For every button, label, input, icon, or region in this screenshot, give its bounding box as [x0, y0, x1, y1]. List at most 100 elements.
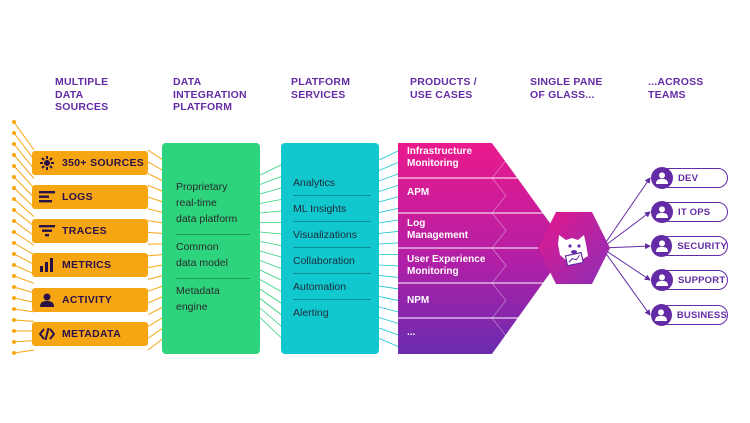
source-activity: ACTIVITY	[32, 288, 148, 312]
product-user-experience-monitoring: User Experience Monitoring	[407, 254, 486, 277]
connector-line	[13, 242, 35, 256]
connector-line	[259, 307, 282, 327]
connector-dot	[12, 296, 16, 300]
team-label: SECURITY	[677, 240, 727, 252]
divider	[176, 278, 250, 279]
connector-line	[378, 242, 401, 245]
connector-dot	[12, 351, 16, 355]
connector-dot	[12, 230, 16, 234]
team-label: DEV	[678, 172, 699, 184]
connector-line	[13, 176, 35, 198]
service-item: Analytics	[293, 177, 336, 189]
service-item: Automation	[293, 281, 347, 293]
connector-line	[491, 335, 507, 355]
connector-line	[147, 231, 164, 234]
connector-line	[259, 210, 282, 214]
connector-line	[147, 338, 164, 351]
connector-line	[378, 172, 401, 182]
divider	[293, 273, 371, 274]
connector-line	[13, 143, 35, 170]
connector-dot	[12, 318, 16, 322]
connector-line	[259, 298, 282, 315]
connector-line	[378, 264, 401, 267]
user-avatar-icon	[651, 201, 673, 223]
platform-services-box: Analytics ML Insights Visualizations Col…	[281, 143, 379, 354]
connector-line	[13, 319, 35, 322]
source-metadata: METADATA	[32, 322, 148, 346]
connector-line	[378, 207, 401, 213]
connector-dot	[12, 142, 16, 146]
team-label: BUSINESS	[676, 309, 727, 321]
product-npm: NPM	[407, 295, 430, 306]
user-avatar-icon	[651, 167, 673, 189]
connector-line	[147, 196, 164, 203]
connector-line	[13, 297, 35, 303]
connector-dot	[12, 164, 16, 168]
connector-line	[13, 308, 35, 313]
connector-line	[259, 241, 282, 246]
connector-line	[491, 247, 507, 266]
team-support: SUPPORT	[651, 269, 728, 291]
connector-dot	[12, 175, 16, 179]
connector-line	[259, 288, 282, 304]
connector-line	[147, 184, 164, 192]
connector-line	[259, 269, 282, 281]
connector-line	[491, 230, 507, 249]
connector-line	[491, 300, 507, 319]
connector-dot	[12, 241, 16, 245]
user-avatar-icon	[651, 304, 672, 326]
connector-line	[13, 132, 35, 160]
team-it-ops: IT OPS	[651, 201, 728, 223]
user-avatar-icon	[651, 235, 673, 257]
connector-dot	[12, 307, 16, 311]
source-traces: TRACES	[32, 219, 148, 243]
source-label: METADATA	[62, 328, 121, 340]
connector-line	[147, 161, 164, 171]
connector-line	[378, 184, 401, 192]
connector-line	[13, 349, 35, 354]
connector-line	[13, 286, 35, 294]
source-logs: LOGS	[32, 185, 148, 209]
connector-line	[491, 177, 507, 196]
connector-line	[259, 176, 282, 185]
connector-line	[378, 149, 401, 161]
connector-line	[13, 121, 35, 151]
connector-line	[378, 275, 401, 278]
traces-filter-icon	[38, 222, 56, 240]
connector-line	[491, 282, 507, 301]
divider	[293, 299, 371, 300]
connector-line	[147, 149, 164, 161]
connector-dot	[12, 274, 16, 278]
connector-line	[378, 285, 401, 290]
connector-line	[259, 250, 282, 258]
team-label: IT OPS	[678, 206, 711, 218]
connector-line	[378, 327, 401, 336]
connector-line	[147, 327, 164, 339]
source-label: TRACES	[62, 225, 107, 237]
logs-lines-icon	[38, 188, 56, 206]
datadog-dog-icon	[558, 235, 588, 267]
connector-line	[13, 187, 35, 208]
connector-dot	[12, 263, 16, 267]
team-dev: DEV	[651, 167, 728, 189]
connector-line	[259, 231, 282, 235]
connector-dot	[12, 197, 16, 201]
integration-item: Metadata engine	[176, 285, 220, 313]
connector-line	[147, 296, 164, 304]
service-item: ML Insights	[293, 203, 347, 215]
connector-line	[491, 317, 507, 337]
connector-line	[147, 173, 164, 182]
connector-dot	[12, 153, 16, 157]
code-brackets-icon	[38, 325, 56, 343]
connector-line	[491, 212, 507, 231]
divider	[176, 234, 250, 235]
connector-line	[13, 198, 35, 218]
user-icon	[38, 291, 56, 309]
connector-dot	[12, 186, 16, 190]
source-label: LOGS	[62, 191, 93, 203]
divider	[293, 195, 371, 196]
connector-line	[378, 306, 401, 313]
connector-dot	[12, 285, 16, 289]
connector-line	[378, 317, 401, 325]
connector-line	[491, 142, 507, 161]
